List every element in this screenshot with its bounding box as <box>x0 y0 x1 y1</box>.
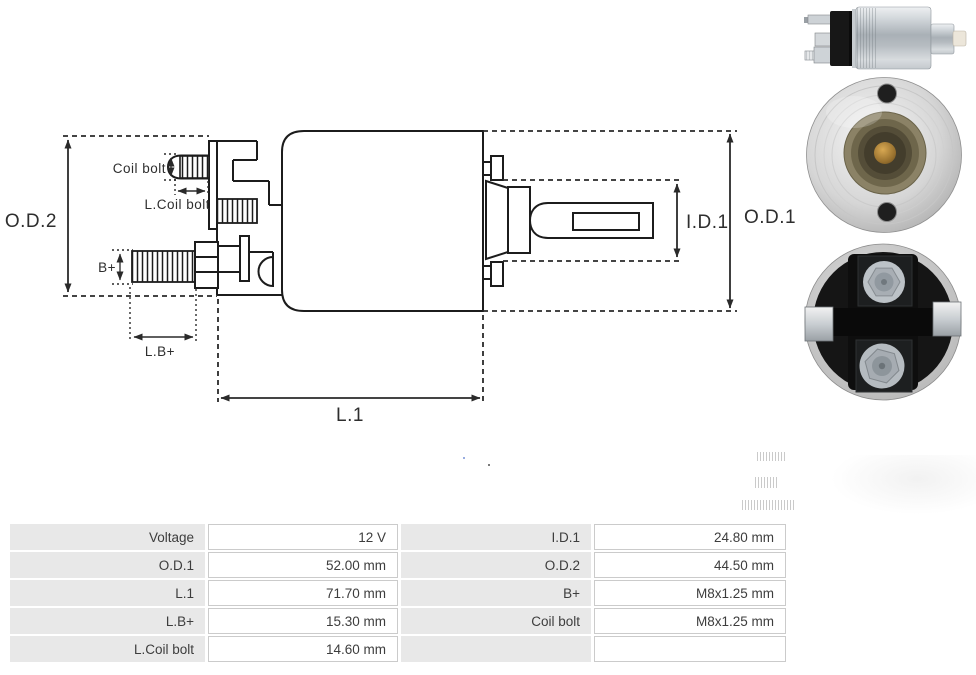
faint-artifact-smudge <box>830 455 976 515</box>
cylinder-knurl <box>857 8 877 68</box>
dimension-arrows <box>64 133 734 402</box>
spec-label: B+ <box>401 580 591 606</box>
spec-value: 24.80 mm <box>594 524 786 550</box>
faint-artifact-marks <box>757 452 787 461</box>
spec-label: O.D.1 <box>10 552 205 578</box>
rear-right-tab <box>932 301 962 337</box>
faint-artifact-marks <box>755 477 777 488</box>
spec-value: M8x1.25 mm <box>594 580 786 606</box>
rear-horizontal-molding <box>826 308 942 336</box>
label-od1: O.D.1 <box>744 207 796 228</box>
side-view-white-tip <box>952 30 967 47</box>
label-l-b-plus: L.B+ <box>145 344 175 359</box>
spec-value: 12 V <box>208 524 398 550</box>
spec-value: 52.00 mm <box>208 552 398 578</box>
side-view-nose <box>930 23 955 55</box>
spec-label: O.D.2 <box>401 552 591 578</box>
rear-left-tab <box>804 306 834 342</box>
spec-label: Coil bolt <box>401 608 591 634</box>
spec-label: Voltage <box>10 524 205 550</box>
spec-table: Voltage 12 V I.D.1 24.80 mm O.D.1 52.00 … <box>10 524 786 662</box>
spec-value: 14.60 mm <box>208 636 398 662</box>
dimension-lines-dotted <box>112 153 209 341</box>
faint-artifact-marks <box>742 500 794 510</box>
label-b-plus: B+ <box>98 260 116 275</box>
spec-value <box>594 636 786 662</box>
dimension-lines-dashed <box>63 130 737 402</box>
solenoid-body-outline <box>281 130 484 312</box>
solenoid-dimension-diagram: O.D.2 Coil bolt L.Coil bolt B+ L.B+ L.1 … <box>5 130 796 426</box>
side-view-terminals <box>804 14 834 64</box>
rear-terminal-bolt-bottom <box>855 339 913 393</box>
spec-label: L.Coil bolt <box>10 636 205 662</box>
brass-pin <box>874 142 896 164</box>
spec-value: M8x1.25 mm <box>594 608 786 634</box>
spec-label: L.1 <box>10 580 205 606</box>
spec-label <box>401 636 591 662</box>
faint-artifact-dot <box>488 464 490 466</box>
specular-highlight <box>826 96 882 128</box>
mounting-hole-bottom <box>877 202 897 222</box>
mounting-hole-top <box>877 83 897 104</box>
center-bore <box>843 111 927 195</box>
label-od2: O.D.2 <box>5 211 57 232</box>
spec-value: 15.30 mm <box>208 608 398 634</box>
photo-solenoid-rear-terminals[interactable] <box>804 238 962 406</box>
photo-solenoid-side-view[interactable] <box>802 3 970 73</box>
spec-label: I.D.1 <box>401 524 591 550</box>
label-l1: L.1 <box>336 405 364 426</box>
spec-value: 71.70 mm <box>208 580 398 606</box>
plunger-outline <box>482 155 654 287</box>
faint-artifact-dot <box>463 457 465 459</box>
label-l-coil-bolt: L.Coil bolt <box>144 197 210 212</box>
spec-label: L.B+ <box>10 608 205 634</box>
photo-solenoid-front-face[interactable] <box>804 76 964 234</box>
label-id1: I.D.1 <box>686 212 729 233</box>
cap-ring <box>852 9 857 68</box>
side-view-black-cap <box>830 11 855 66</box>
spec-value: 44.50 mm <box>594 552 786 578</box>
mounting-bracket-outline <box>131 140 282 296</box>
rear-terminal-bolt-top <box>857 255 913 307</box>
label-coil-bolt: Coil bolt <box>113 161 166 176</box>
